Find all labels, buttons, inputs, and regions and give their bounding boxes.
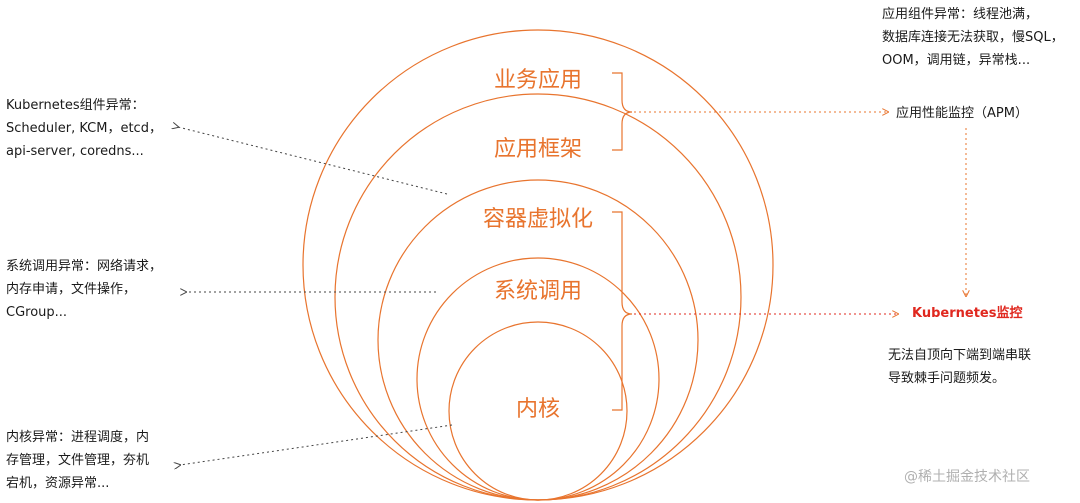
note-line: api-server, coredns...: [6, 144, 144, 159]
note-problem: 无法自顶向下端到端串联 导致棘手问题频发。: [888, 344, 1031, 390]
note-line: 内存申请，文件操作，: [6, 282, 137, 297]
note-k8s-components: Kubernetes组件异常： Scheduler, KCM，etcd， api…: [6, 94, 162, 163]
note-line: CGroup...: [6, 305, 68, 320]
note-line: 导致棘手问题频发。: [888, 371, 1006, 386]
note-line: Kubernetes组件异常：: [6, 98, 145, 113]
note-syscall: 系统调用异常：网络请求， 内存申请，文件操作， CGroup...: [6, 255, 162, 324]
layer-label-business-app: 业务应用: [493, 68, 583, 93]
label-k8s-monitor: Kubernetes监控: [912, 306, 1023, 321]
note-app-component: 应用组件异常：线程池满， 数据库连接无法获取，慢SQL， OOM，调用链，异常栈…: [882, 3, 1064, 72]
note-line: 无法自顶向下端到端串联: [888, 348, 1032, 363]
note-kernel: 内核异常：进程调度，内 存管理，文件管理，夯机 宕机，资源异常...: [6, 426, 149, 495]
layer-label-syscall: 系统调用: [493, 279, 583, 304]
arrow-kernel: [180, 424, 453, 465]
label-apm: 应用性能监控（APM）: [896, 106, 1028, 121]
ring-business-app: [302, 29, 774, 501]
note-line: 宕机，资源异常...: [6, 476, 110, 491]
note-line: 应用组件异常：线程池满，: [882, 7, 1039, 22]
ring-kernel: [448, 321, 628, 501]
brace-apm: [612, 72, 633, 151]
note-line: 数据库连接无法获取，慢SQL，: [882, 30, 1064, 45]
brace-k8s: [612, 211, 633, 411]
note-line: 存管理，文件管理，夯机: [6, 453, 150, 468]
note-line: Scheduler, KCM，etcd，: [6, 121, 162, 136]
watermark: @稀土掘金技术社区: [904, 469, 1030, 485]
arrow-k8s-components: [178, 127, 448, 195]
layer-label-container-virtualization: 容器虚拟化: [482, 207, 594, 232]
layer-label-app-framework: 应用框架: [493, 137, 583, 162]
layer-label-kernel: 内核: [515, 397, 561, 422]
note-line: 系统调用异常：网络请求，: [6, 259, 163, 274]
note-line: OOM，调用链，异常栈...: [882, 53, 1031, 68]
note-line: 内核异常：进程调度，内: [6, 430, 150, 445]
